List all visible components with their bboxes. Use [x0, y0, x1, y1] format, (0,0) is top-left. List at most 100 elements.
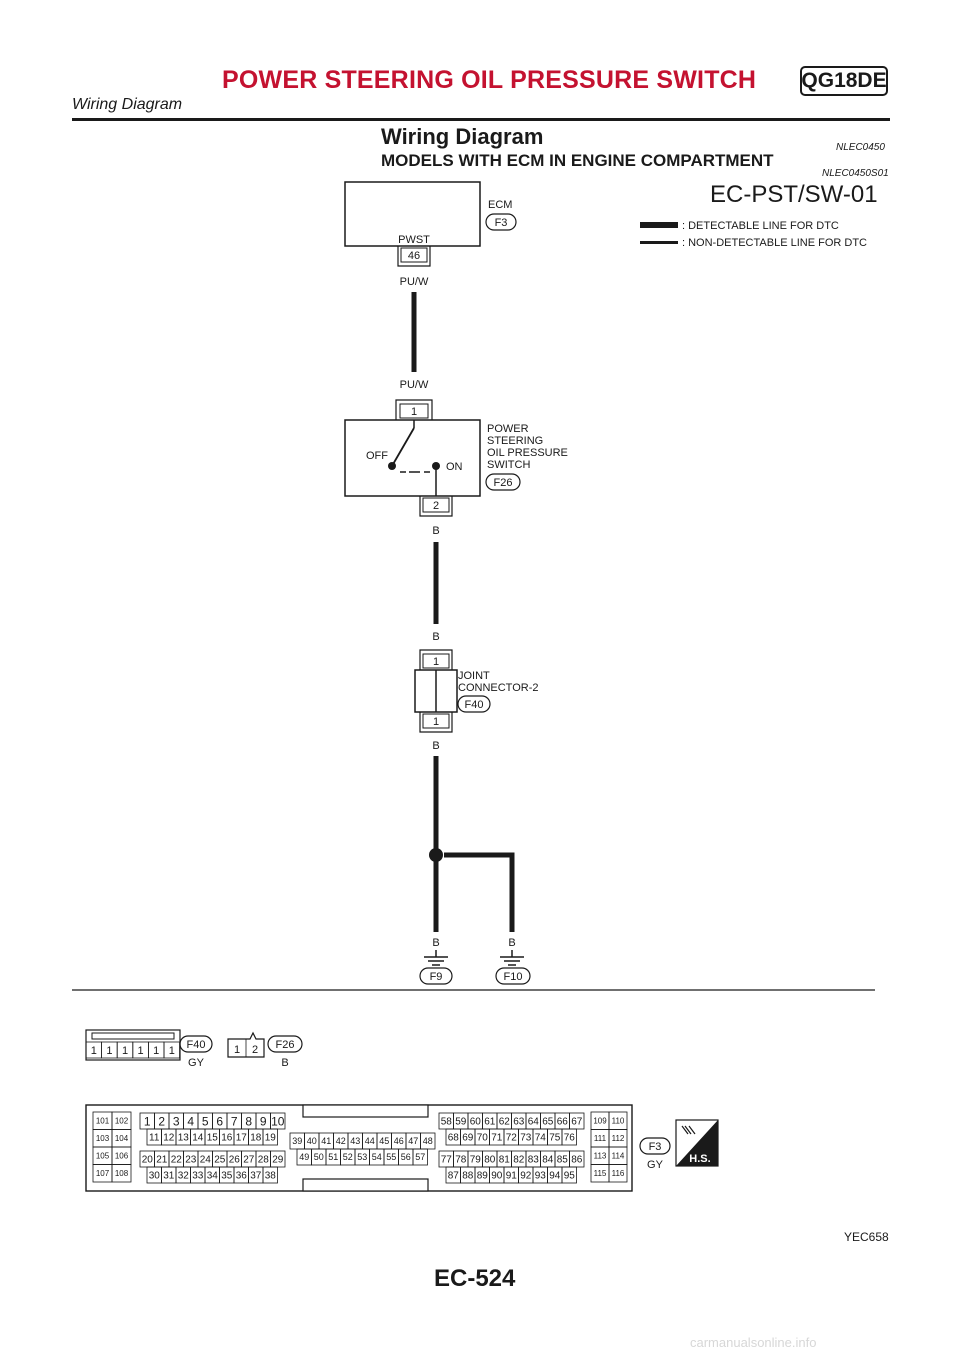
f3-pin-number: 26	[229, 1155, 241, 1166]
wire-color-label-bottom: PU/W	[400, 379, 429, 391]
section-subtitle-code: NLEC0450S01	[822, 168, 889, 179]
f3-pin-number: 90	[491, 1171, 503, 1182]
f3-pin-number: 72	[506, 1133, 518, 1144]
f3-pin-number: 14	[192, 1133, 204, 1144]
f3-pin-number: 47	[408, 1136, 418, 1146]
ecm-pin-bracket	[397, 246, 431, 267]
ecm-label: ECM	[488, 199, 512, 211]
f3-pin-number: 84	[542, 1155, 554, 1166]
f3-pin-number: 65	[542, 1117, 554, 1128]
f40-pin-number: 1	[153, 1045, 159, 1057]
f3-pin-number: 25	[214, 1155, 226, 1166]
section-title-code: NLEC0450	[836, 142, 885, 153]
f3-pin-number: 38	[265, 1171, 277, 1182]
f3-pin-number: 18	[250, 1133, 262, 1144]
f3-pin-number: 45	[379, 1136, 389, 1146]
f3-pin-number: 17	[236, 1133, 248, 1144]
wire-b-branch	[444, 852, 515, 932]
joint-label-line2: CONNECTOR-2	[458, 682, 538, 694]
f3-pin-number: 111	[594, 1134, 607, 1143]
ecm-box	[344, 181, 481, 247]
ecm-pin-box	[400, 247, 428, 263]
legend-detectable-text: : DETECTABLE LINE FOR DTC	[682, 220, 839, 232]
f3-pin-number: 70	[477, 1133, 489, 1144]
f40-pin-number: 1	[106, 1045, 112, 1057]
f3-pin-number: 102	[115, 1117, 129, 1126]
ground-left-code: F9	[430, 971, 443, 983]
f3-pin-cell	[111, 1164, 132, 1183]
f3-pin-number: 57	[415, 1152, 425, 1162]
f3-pin-number: 89	[477, 1171, 489, 1182]
f3-pin-number: 15	[207, 1133, 219, 1144]
f3-pin-number: 73	[520, 1133, 532, 1144]
f3-pin-number: 46	[394, 1136, 404, 1146]
f3-pin-number: 91	[506, 1171, 518, 1182]
f3-pin-number: 33	[192, 1171, 204, 1182]
legend-nondetectable-text: : NON-DETECTABLE LINE FOR DTC	[682, 237, 867, 249]
watermark-text: carmanualsonline.info	[690, 1335, 817, 1350]
f3-pin-number: 36	[236, 1171, 248, 1182]
f3-pin-number: 81	[499, 1155, 511, 1166]
f3-pin-number: 109	[593, 1117, 607, 1126]
switch-pin1-box	[399, 403, 429, 419]
f3-pin-number: 49	[299, 1152, 309, 1162]
switch-off-contact	[388, 462, 396, 470]
header-rule	[72, 118, 890, 121]
f3-pin-number: 78	[455, 1155, 467, 1166]
switch-connector-badge	[485, 473, 521, 491]
f3-pin-number: 88	[462, 1171, 474, 1182]
f3-pin-number: 21	[156, 1155, 168, 1166]
f26-pin-number: 2	[252, 1044, 258, 1056]
joint-top-bracket	[419, 649, 453, 670]
f3-pin-cell	[262, 1128, 278, 1146]
f3-pin-number: 35	[221, 1171, 233, 1182]
f3-pin-number: 8	[245, 1114, 252, 1128]
f3-pin-number: 5	[202, 1114, 209, 1128]
f3-pin-number: 52	[343, 1152, 353, 1162]
f3-top-latch	[302, 1104, 429, 1118]
f3-pin-number: 20	[142, 1155, 154, 1166]
ecm-pin-name: PWST	[398, 234, 430, 246]
f26-color: B	[281, 1057, 288, 1069]
ground-left-badge	[419, 967, 453, 985]
f3-pin-number: 67	[571, 1117, 583, 1128]
f3-pin-number: 80	[484, 1155, 496, 1166]
section-subtitle: MODELS WITH ECM IN ENGINE COMPARTMENT	[381, 151, 774, 170]
switch-box	[344, 419, 481, 497]
f3-pin-number: 34	[207, 1171, 219, 1182]
f3-pin-number: 61	[484, 1117, 496, 1128]
f40-pin-number: 1	[138, 1045, 144, 1057]
joint-bottom-pin-number: 1	[433, 716, 439, 728]
f3-pin-number: 79	[470, 1155, 482, 1166]
f3-pin-number: 6	[216, 1114, 223, 1128]
f3-pin-number: 93	[535, 1171, 547, 1182]
hs-harness-side-icon: H.S.	[675, 1119, 719, 1167]
f3-pin-number: 42	[336, 1136, 346, 1146]
f3-pin-cell	[412, 1148, 428, 1166]
switch-label-line3: OIL PRESSURE	[487, 447, 568, 459]
f3-pin-number: 110	[612, 1117, 625, 1126]
f3-pin-number: 106	[115, 1152, 129, 1161]
f3-pin-number: 116	[612, 1169, 625, 1178]
joint-bottom-pin-box	[422, 713, 450, 729]
f40-code-badge	[179, 1035, 213, 1053]
f3-pin-number: 9	[260, 1114, 267, 1128]
joint-connector-code: F40	[465, 699, 484, 711]
f3-pin-number: 40	[307, 1136, 317, 1146]
f3-pin-number: 23	[185, 1155, 197, 1166]
f3-pin-number: 85	[557, 1155, 569, 1166]
f40-pin-number: 1	[122, 1045, 128, 1057]
f3-pin-number: 108	[115, 1169, 129, 1178]
f3-pin-number: 64	[528, 1117, 540, 1128]
switch-on-label: ON	[446, 461, 463, 473]
f3-pin-number: 95	[564, 1171, 576, 1182]
f3-pin-number: 39	[292, 1136, 302, 1146]
page-header-subtitle: Wiring Diagram	[72, 96, 183, 113]
f3-pin-number: 68	[448, 1133, 460, 1144]
f3-pin-number: 12	[163, 1133, 175, 1144]
f3-pin-number: 37	[250, 1171, 262, 1182]
legend-detectable-line	[640, 222, 678, 228]
f3-pin-number: 74	[535, 1133, 547, 1144]
